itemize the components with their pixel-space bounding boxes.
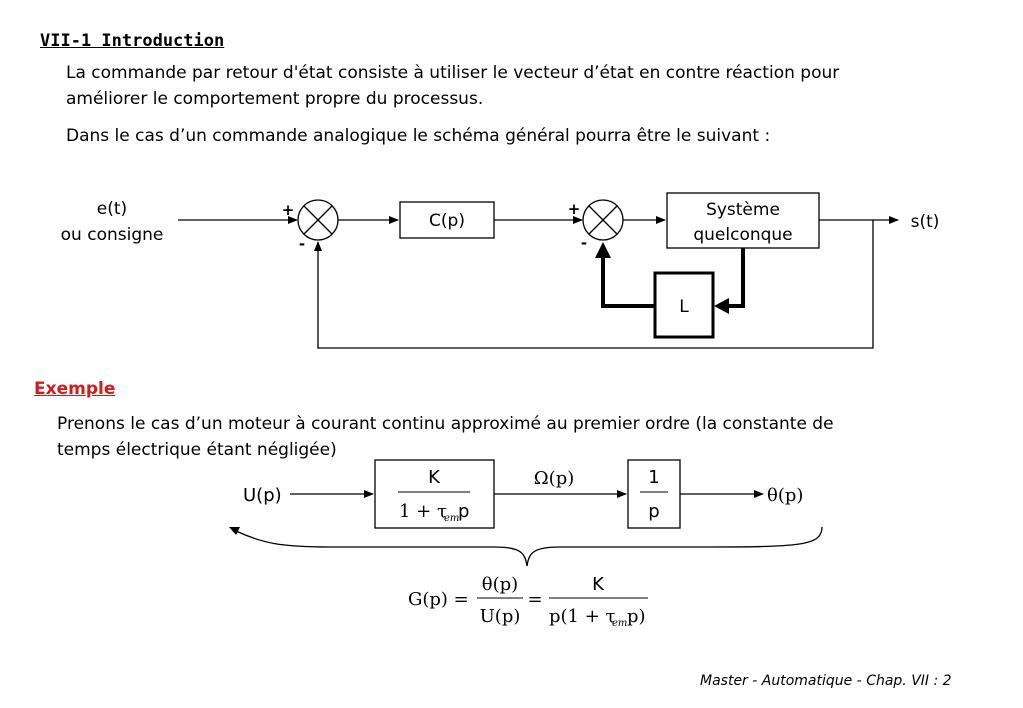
example-paragraph-line-2: temps électrique étant négligée)	[57, 440, 337, 460]
formula-fraction-2-denominator-b: p)	[627, 606, 646, 627]
summing-junction-1	[297, 199, 339, 241]
intro-paragraph-line-2: améliorer le comportement propre du proc…	[66, 89, 484, 109]
intro-paragraph-line-3: Dans le cas d’un commande analogique le …	[66, 126, 771, 146]
motor-block-denominator-a: 1 + τ	[399, 501, 447, 522]
motor-block-denominator-subscript: em	[444, 513, 459, 524]
dc-motor-block-diagram: U(p) K 1 + τ em p Ω(p) 1 p θ(p)	[229, 459, 823, 567]
state-feedback-block-diagram: e(t) ou consigne + - C(p) + - Système qu…	[61, 192, 940, 349]
grouping-brace	[235, 526, 823, 567]
controller-block	[399, 201, 495, 239]
system-block-label-line-2: quelconque	[693, 225, 792, 245]
controller-block-label: C(p)	[429, 211, 465, 231]
inner-feedback-arrow-line	[601, 256, 655, 308]
junction-2-minus-sign: -	[581, 234, 587, 252]
junction-1-plus-sign: +	[282, 201, 295, 219]
summing-junction-2	[582, 199, 624, 241]
state-vector-arrow-line	[727, 248, 745, 308]
formula-fraction-2-denominator-subscript: em	[612, 618, 627, 629]
output-signal-label: s(t)	[911, 212, 940, 232]
intro-paragraph-line-1: La commande par retour d'état consiste à…	[66, 63, 840, 83]
input-signal-sublabel: ou consigne	[61, 225, 164, 245]
example-paragraph-line-1: Prenons le cas d’un moteur à courant con…	[57, 414, 834, 434]
junction-1-minus-sign: -	[299, 235, 305, 253]
speed-signal-label: Ω(p)	[534, 468, 575, 489]
state-feedback-gain-label: L	[679, 297, 689, 317]
junction-2-plus-sign: +	[568, 200, 581, 218]
integrator-numerator: 1	[648, 467, 659, 488]
system-block-label-line-1: Système	[706, 200, 780, 220]
formula-fraction-1-numerator: θ(p)	[482, 574, 518, 595]
motor-input-label: U(p)	[243, 485, 282, 506]
page-footer: Master - Automatique - Chap. VII : 2	[700, 673, 952, 689]
formula-fraction-1-denominator: U(p)	[480, 606, 521, 627]
outer-feedback-loop-arrow	[314, 220, 874, 349]
grouping-brace-arrow-head	[229, 527, 240, 535]
formula-left-side: G(p) =	[408, 589, 469, 610]
formula-fraction-2-numerator: K	[592, 574, 605, 595]
state-vector-arrow-head	[714, 298, 729, 314]
motor-block-denominator-b: p	[458, 501, 469, 522]
motor-block-numerator: K	[428, 467, 441, 488]
formula-equals-sign: =	[527, 589, 542, 610]
inner-feedback-arrow-head	[595, 242, 611, 258]
transfer-function-formula: G(p) = θ(p) U(p) = K p(1 + τ em p)	[408, 574, 648, 629]
motor-transfer-block	[374, 459, 495, 529]
integrator-denominator: p	[648, 501, 659, 522]
input-signal-label: e(t)	[97, 199, 127, 219]
state-feedback-gain-block	[653, 271, 715, 339]
position-output-label: θ(p)	[767, 485, 803, 506]
section-title: VII-1 Introduction	[40, 31, 225, 51]
formula-fraction-2-denominator-a: p(1 + τ	[549, 606, 616, 627]
system-block	[666, 192, 820, 249]
example-title: Exemple	[34, 379, 116, 399]
